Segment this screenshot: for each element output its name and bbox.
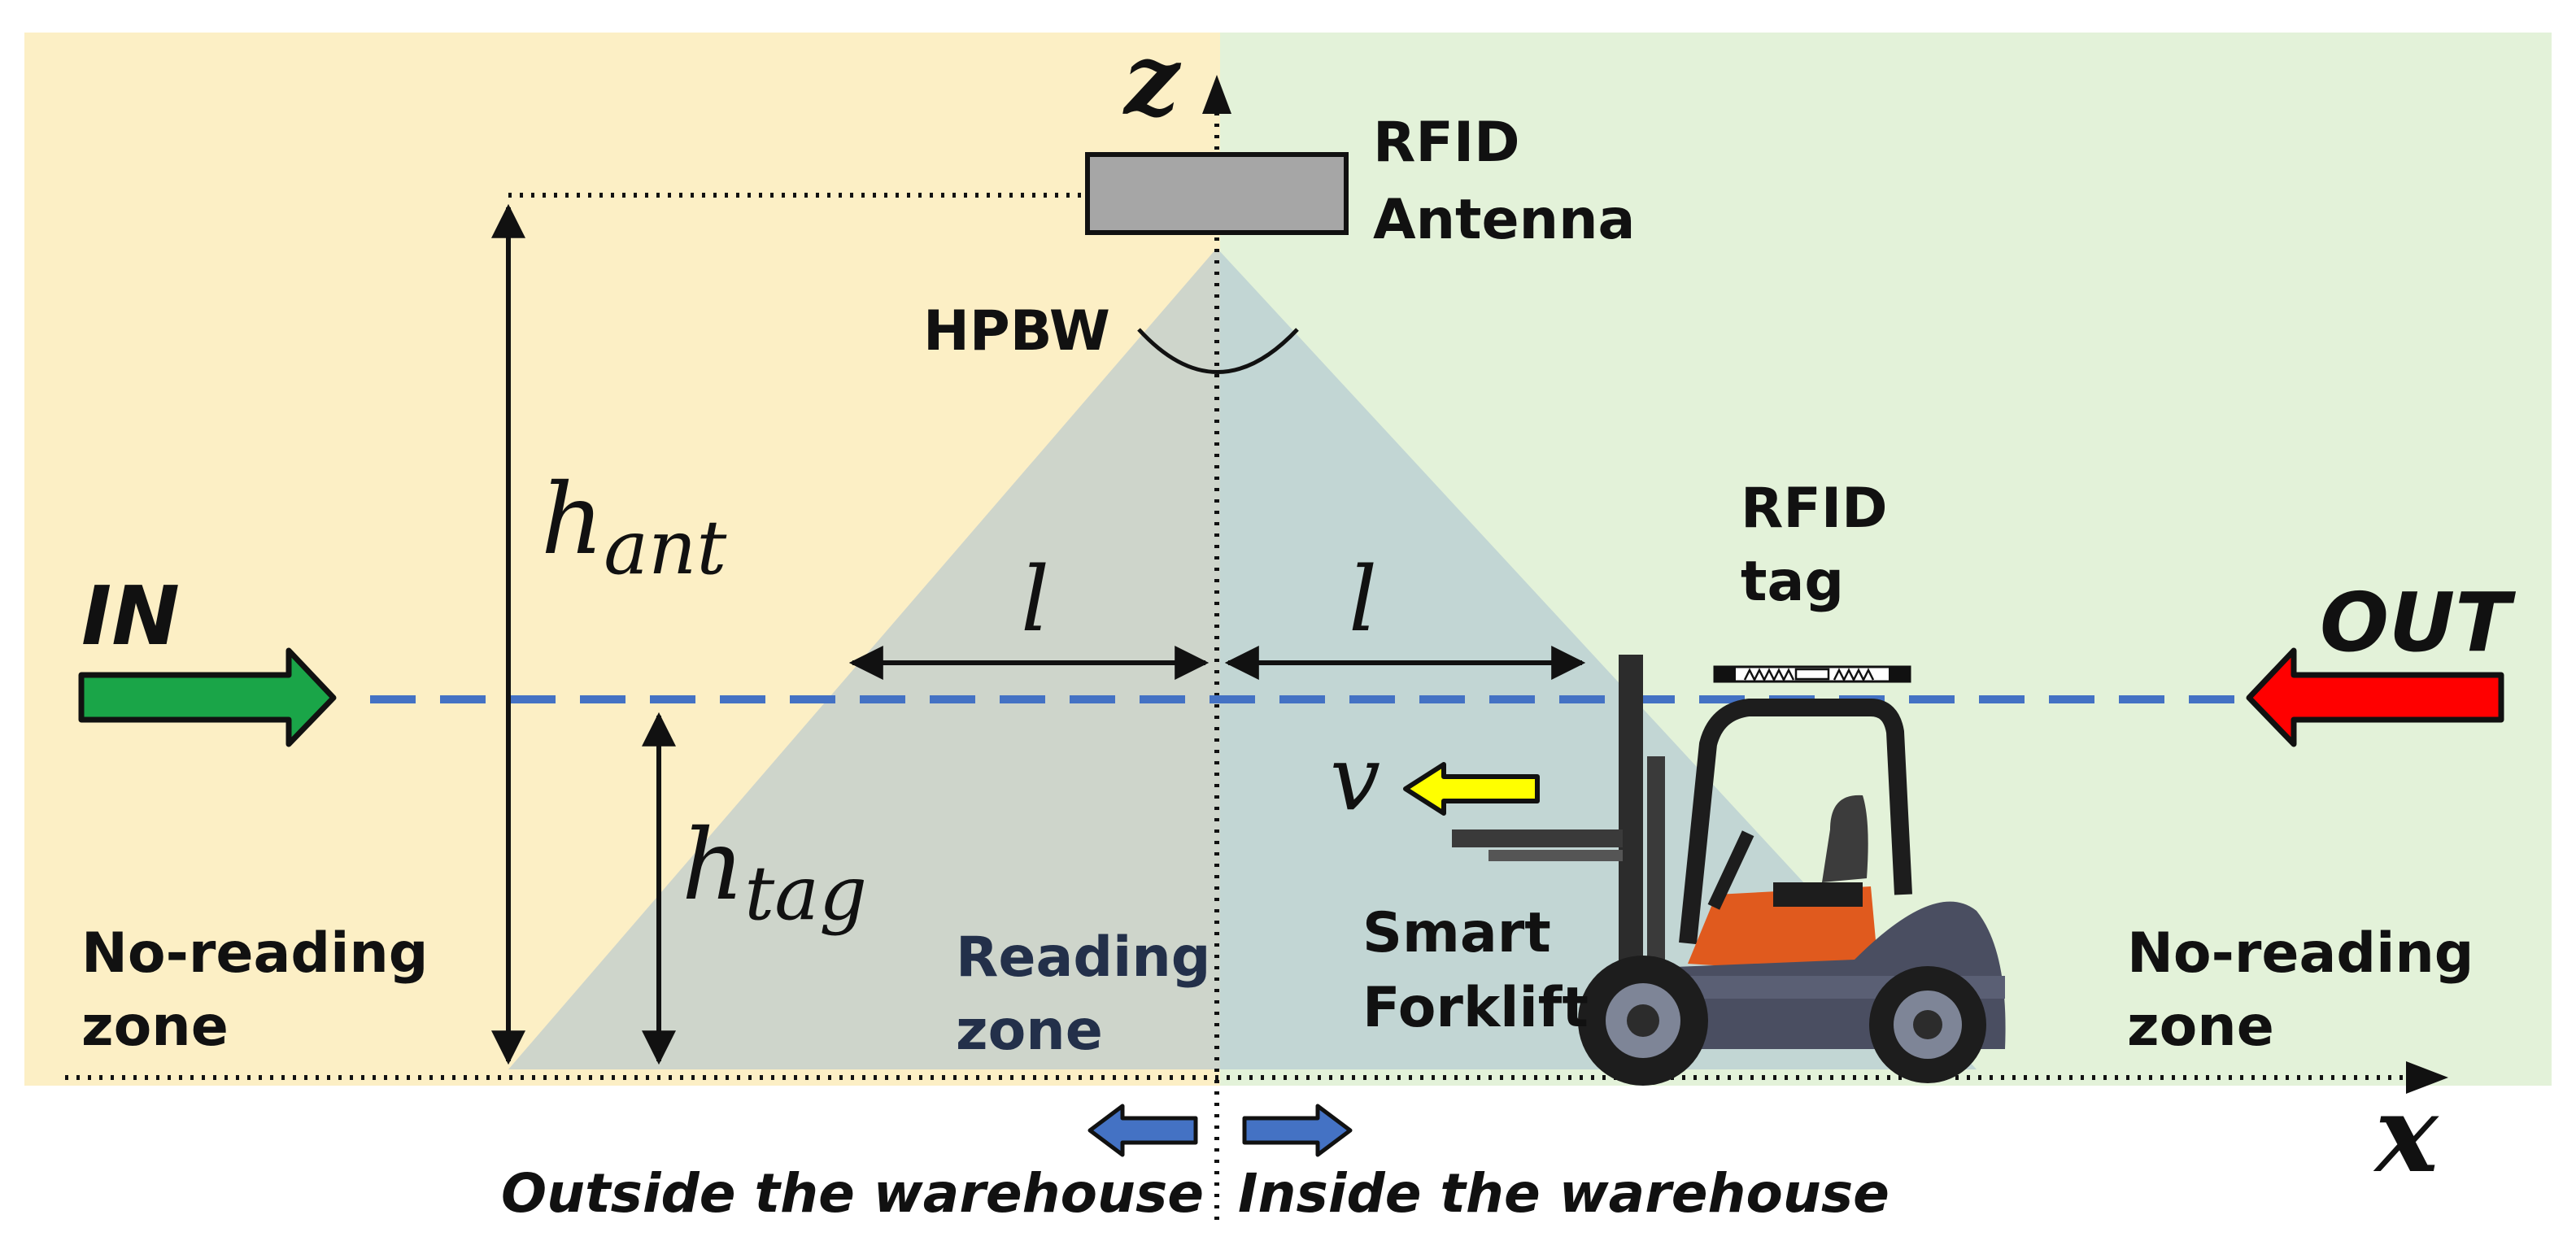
no-reading-right-line1: No-reading	[2127, 921, 2474, 986]
reading-zone-line1: Reading	[956, 925, 1210, 990]
out-label: OUT	[2320, 575, 2516, 670]
in-arrow	[78, 647, 337, 747]
velocity-label: v	[1330, 726, 1380, 830]
in-label: IN	[81, 568, 180, 664]
smart-forklift-line2: Forklift	[1362, 976, 1589, 1040]
no-reading-left-line1: No-reading	[81, 921, 428, 986]
rfid-tag-label-line1: RFID	[1741, 477, 1888, 541]
no-reading-right-line2: zone	[2127, 995, 2274, 1059]
outside-warehouse-label: Outside the warehouse	[501, 1162, 1204, 1225]
h-ant-label: hant	[541, 464, 727, 591]
rfid-tag-icon	[1713, 665, 1911, 683]
rfid-tag-label-line2: tag	[1741, 550, 1844, 614]
outward-direction-arrow	[1087, 1104, 1198, 1157]
forklift-icon	[1452, 655, 2006, 1086]
rfid-antenna-icon	[1085, 152, 1349, 235]
inside-warehouse-label: Inside the warehouse	[1238, 1162, 1890, 1225]
x-axis-arrowhead	[2406, 1061, 2448, 1094]
hpbw-arc	[1137, 328, 1299, 374]
no-reading-left-line2: zone	[81, 995, 229, 1059]
velocity-arrow	[1403, 762, 1540, 816]
l-left-label: l	[1021, 547, 1049, 651]
l-right-label: l	[1349, 547, 1377, 651]
h-tag-label: htag	[682, 809, 867, 937]
z-axis-label: z	[1122, 23, 1182, 137]
hpbw-label: HPBW	[923, 299, 1110, 364]
smart-forklift-line1: Smart	[1362, 901, 1551, 965]
antenna-label-line2: Antenna	[1373, 188, 1635, 252]
antenna-label-line1: RFID	[1373, 111, 1520, 175]
out-arrow	[2246, 647, 2504, 747]
inward-direction-arrow	[1242, 1104, 1353, 1157]
x-axis-label: x	[2373, 1072, 2439, 1196]
z-axis-arrowhead	[1202, 75, 1231, 114]
reading-zone-line2: zone	[956, 999, 1103, 1063]
